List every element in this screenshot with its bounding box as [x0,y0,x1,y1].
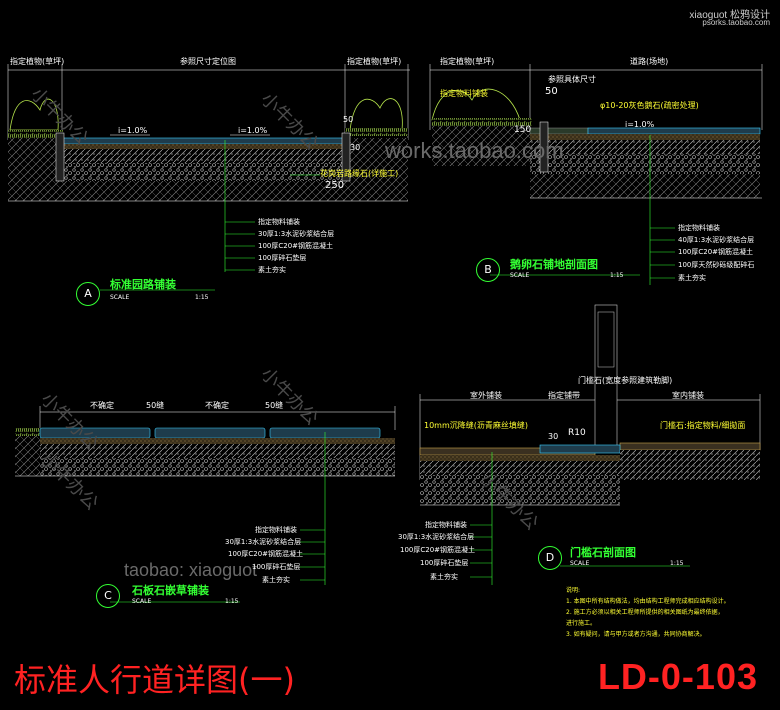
a-dim-left: 指定植物(草坪) [10,57,65,66]
c-scale-value: 1:15 [225,598,239,605]
watermark-mid: works.taobao.com [385,138,564,163]
b-note-mat: 指定物料铺装 [440,89,488,98]
notes-heading: 说明: [566,587,581,594]
d-layer-4: 素土夯实 [430,573,458,581]
notes-block: 说明: 1. 本图中所有结构做法，均由结构工程师完成相应结构设计。 2. 施工方… [566,585,730,640]
c-layer-1: 30厚1:3水泥砂浆结合层 [225,538,302,546]
d-marker: D [538,546,562,570]
d-layer-2: 100厚C20#钢筋混凝土 [400,546,476,554]
watermark-bottom: taobao: xiaoguot [124,560,258,580]
sheet-title: 标准人行道详图(一) [14,661,295,699]
c-layer-4: 素土夯实 [262,576,290,584]
d-layer-1: 30厚1:3水泥砂浆结合层 [398,533,475,541]
a-layer-2: 100厚C20#钢筋混凝土 [258,242,334,250]
d-title: 门槛石剖面图 [570,546,636,559]
b-layer-3: 100厚天然砂砾级配碎石 [678,261,755,269]
a-scale-value: 1:15 [195,294,209,301]
b-dim-right: 道路(场地) [630,57,669,66]
b-dim-50: 50 [545,86,558,97]
notes-item-4: 3. 如有疑问，请与甲方或者方沟通，共同协商解决。 [566,631,706,638]
d-dim-paving: 指定铺带 [548,391,580,400]
d-layer-0: 指定物料铺装 [425,521,467,529]
d-sill-note: 门槛石(宽度参照建筑勒脚) [578,376,673,385]
b-layer-2: 100厚C20#钢筋混凝土 [678,248,754,256]
d-dim-out: 室外铺装 [470,391,502,400]
c-marker: C [96,584,120,608]
b-dim-note: 参照具体尺寸 [548,75,596,84]
section-b-drawing [429,64,763,285]
watermark-url: psorks.taobao.com [702,18,770,27]
notes-item-2: 2. 施工方必须以相关工程师所提供的相关图纸为最终依据， [566,609,724,616]
a-layer-4: 素土夯实 [258,266,286,274]
a-dim-250: 250 [325,180,345,191]
a-layer-3: 100厚碎石垫层 [258,254,307,262]
d-r10: R10 [568,428,586,438]
a-curb-note: 花岗岩路缘石(详施工) [320,169,399,178]
b-dim-left: 指定植物(草坪) [440,57,495,66]
section-d-drawing [419,304,761,585]
c-scale-label: SCALE [132,598,152,605]
a-dim-mid: 参照尺寸定位图 [180,57,236,66]
a-layer-0: 指定物料铺装 [258,218,300,226]
d-scale-value: 1:15 [670,560,684,567]
d-layer-3: 100厚碎石垫层 [420,559,469,567]
b-slope: i=1.0% [625,120,655,129]
b-title: 鹅卵石铺地剖面图 [510,258,598,271]
c-seg-2: 不确定 [205,401,229,410]
diagonal-watermark-text: 小牛办公 [256,364,322,430]
b-note-stone: φ10-20灰色鹅石(疏密处理) [600,101,699,110]
c-layer-0: 指定物料铺装 [255,526,297,534]
notes-item-3: 进行施工。 [566,620,597,627]
c-gap-2: 50缝 [265,401,284,410]
a-scale-label: SCALE [110,294,130,301]
a-title: 标准园路铺装 [110,278,176,291]
c-seg-1: 不确定 [90,401,114,410]
a-dim-50: 50 [343,115,354,124]
b-layer-0: 指定物料铺装 [678,224,720,232]
a-slope-2: i=1.0% [238,126,268,135]
b-marker: B [476,258,500,282]
d-sill-mat: 门槛石:指定物料/细拋面 [660,421,746,430]
c-layer-2: 100厚C20#钢筋混凝土 [228,550,304,558]
b-layer-4: 素土夯实 [678,274,706,282]
d-scale-label: SCALE [570,560,590,567]
watermark-top: xiaoguot 松鸦设计 [689,10,770,21]
c-layer-3: 100厚碎石垫层 [252,563,301,571]
a-marker: A [76,282,100,306]
section-a-drawing [7,64,410,291]
drawing-number: LD-0-103 [597,656,758,697]
d-dim-in: 室内铺装 [672,391,704,400]
d-drain-note: 10mm沉降缝(沥青麻丝填缝) [424,421,529,430]
b-scale-value: 1:15 [610,272,624,279]
a-dim-30: 30 [350,143,361,152]
b-scale-label: SCALE [510,272,530,279]
b-layer-1: 40厚1:3水泥砂浆结合层 [678,236,755,244]
a-slope-1: i=1.0% [118,126,148,135]
section-c-drawing [15,406,396,603]
c-gap-1: 50缝 [146,401,165,410]
a-dim-right: 指定植物(草坪) [347,57,402,66]
b-dim-150: 150 [514,125,532,135]
notes-item-1: 1. 本图中所有结构做法，均由结构工程师完成相应结构设计。 [566,598,730,605]
c-title: 石板石嵌草铺装 [132,584,209,597]
d-dim-30: 30 [548,432,559,441]
a-layer-1: 30厚1:3水泥砂浆结合层 [258,230,335,238]
